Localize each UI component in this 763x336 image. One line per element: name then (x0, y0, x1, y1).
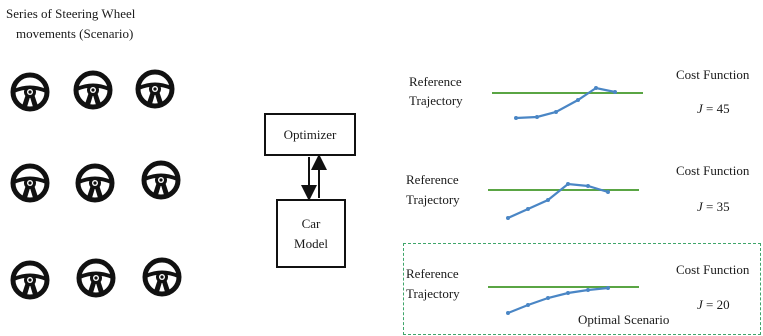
optimizer-box: Optimizer (264, 113, 356, 156)
trajectory-line (507, 286, 609, 315)
scenario-title-line2: movements (Scenario) (16, 26, 134, 41)
reference-label-line1: Reference (406, 266, 459, 281)
cost-value: J = 20 (697, 297, 730, 312)
cost-function-label: Cost Function (676, 262, 750, 277)
trajectory-line (515, 86, 616, 120)
reference-label-line2: Trajectory (409, 93, 463, 108)
trajectory-line (507, 182, 609, 220)
cost-value: J = 35 (697, 199, 730, 214)
reference-label-line2: Trajectory (406, 286, 460, 301)
reference-label-line1: Reference (406, 172, 459, 187)
feedback-arrows (301, 154, 327, 201)
car-model-label-line1: Car (301, 215, 321, 231)
reference-label-line1: Reference (409, 74, 462, 89)
car-model-label-line2: Model (294, 235, 328, 251)
cost-function-label: Cost Function (676, 67, 750, 82)
reference-label-line2: Trajectory (406, 192, 460, 207)
optimal-scenario-label: Optimal Scenario (578, 312, 670, 327)
scenario-title-line1: Series of Steering Wheel (6, 6, 136, 21)
cost-function-label: Cost Function (676, 163, 750, 178)
optimal-scenario-box (403, 243, 761, 335)
cost-value: J = 45 (697, 101, 730, 116)
optimizer-label: Optimizer (283, 126, 337, 142)
